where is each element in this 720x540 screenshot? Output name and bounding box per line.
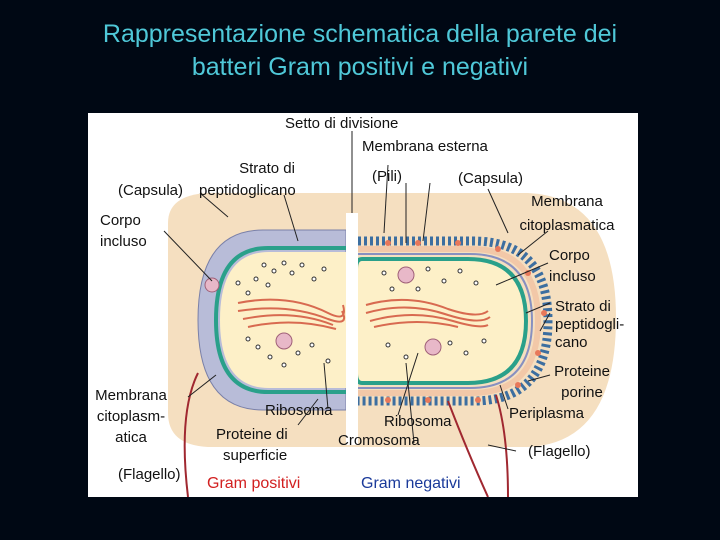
label-strato-peptidoglicano-right-1: Strato di	[555, 298, 611, 315]
label-membrana-citoplasmatica-left-3: atica	[115, 429, 147, 446]
slide-title: Rappresentazione schematica della parete…	[0, 18, 720, 84]
flagellum-right	[447, 400, 489, 497]
gram-positive-cytoplasm	[220, 252, 346, 388]
pointer-lines	[163, 164, 551, 452]
label-proteine-di-superficie-2: superficie	[223, 447, 288, 464]
flagellum-left	[183, 372, 199, 497]
gram-negative-membrane	[354, 257, 529, 385]
label-ribosoma-left: Ribosoma	[265, 402, 333, 419]
label-cromosoma: Cromosoma	[338, 432, 420, 449]
label-ribosoma-right: Ribosoma	[384, 413, 452, 430]
label-strato-peptidoglicano-right-3: cano	[555, 334, 588, 351]
porin-proteins	[385, 240, 547, 403]
label-capsula-right: (Capsula)	[458, 170, 524, 187]
label-membrana-citoplasmatica-right-1: Membrana	[531, 193, 603, 210]
label-membrana-citoplasmatica-left-1: Membrana	[95, 387, 167, 404]
title-line-1: Rappresentazione schematica della parete…	[102, 20, 618, 48]
label-periplasma: Periplasma	[509, 405, 585, 422]
label-membrana-citoplasmatica-left-2: citoplasm-	[96, 408, 166, 425]
label-corpo-incluso-left-2: incluso	[100, 233, 147, 250]
flagellum-right-2	[495, 394, 509, 497]
label-proteine-porine-1: Proteine	[554, 363, 610, 380]
label-proteine-di-superficie-1: Proteine di	[216, 426, 288, 443]
chromosome	[237, 298, 491, 330]
title-line-2: batteri Gram positivi e negativi	[191, 53, 529, 81]
bacteria-cell-wall-diagram	[163, 131, 616, 497]
division-septum	[346, 213, 358, 445]
label-strato-peptidoglicano-right-2: peptidogli-	[555, 316, 625, 333]
label-strato-peptidoglicano-left-1: Strato di	[239, 160, 295, 177]
label-gram-negativi: Gram negativi	[357, 473, 465, 495]
diagram-panel: Setto di divisione Membrana esterna Stra…	[88, 113, 638, 497]
label-capsula-left: (Capsula)	[118, 182, 184, 199]
label-flagello-right: (Flagello)	[528, 443, 591, 460]
gram-negative-peptidoglycan	[358, 253, 534, 389]
label-membrana-citoplasmatica-right-2: citoplasmatica	[519, 217, 615, 234]
inclusion-bodies	[204, 266, 442, 356]
label-pili: (Pili)	[372, 168, 402, 185]
gram-positive-membrane	[213, 246, 346, 394]
label-strato-peptidoglicano-left-2: peptidoglicano	[199, 182, 296, 199]
gram-negative-outer-membrane	[358, 236, 553, 406]
gram-negative-periplasm	[358, 246, 542, 396]
label-proteine-porine-2: porine	[561, 384, 603, 401]
label-setto-di-divisione: Setto di divisione	[285, 115, 399, 132]
label-gram-positivi: Gram positivi	[203, 473, 305, 495]
ribosomes	[235, 260, 487, 368]
label-corpo-incluso-right-1: Corpo	[549, 247, 590, 264]
label-membrana-esterna: Membrana esterna	[362, 138, 488, 155]
label-corpo-incluso-left-1: Corpo	[100, 212, 141, 229]
label-flagello-left: (Flagello)	[118, 466, 181, 483]
label-corpo-incluso-right-2: incluso	[549, 268, 596, 285]
